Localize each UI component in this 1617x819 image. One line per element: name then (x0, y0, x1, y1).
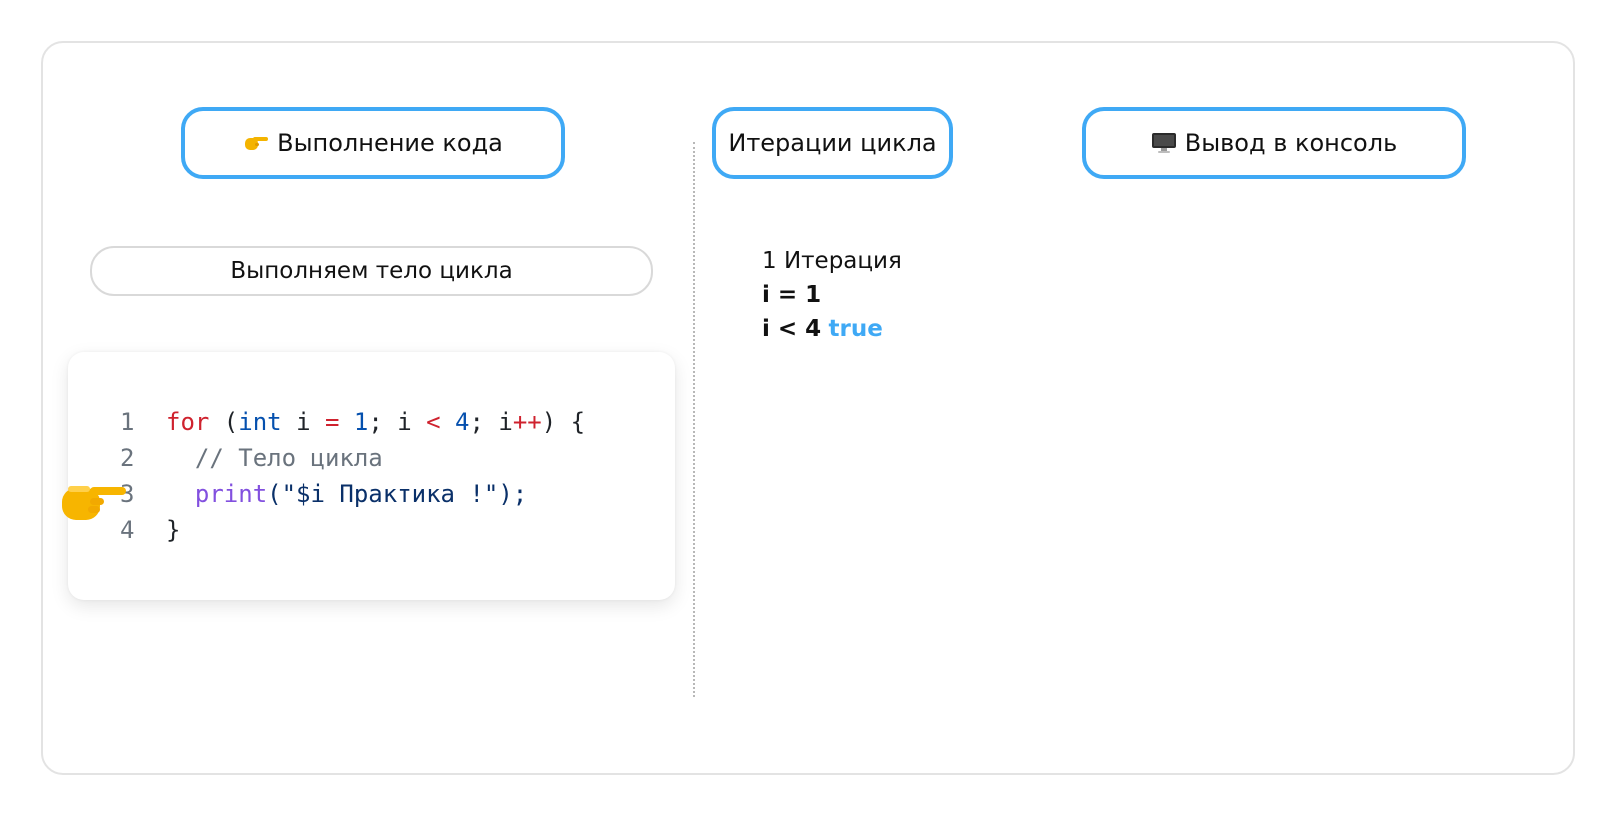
function-print: print (194, 480, 268, 508)
loop-iterations-header: Итерации цикла (712, 107, 953, 179)
pointing-hand-icon (243, 134, 269, 152)
code-line-2: 2 // Тело цикла (120, 440, 585, 476)
operator-assign: = (324, 408, 340, 436)
code-token: ) { (541, 408, 586, 436)
condition-result: true (828, 316, 883, 342)
code-line-3: 3 print("$i Практика !"); (120, 476, 585, 512)
code-token: i (281, 408, 325, 436)
type-int: int (238, 408, 282, 436)
iteration-condition: i < 4 (762, 316, 822, 342)
code-execution-header: Выполнение кода (181, 107, 565, 179)
iteration-assignment: i = 1 (762, 282, 822, 308)
code-string-args: ("$i Практика !"); (267, 480, 528, 508)
current-step-text: Выполняем тело цикла (230, 258, 513, 284)
desktop-computer-icon (1151, 132, 1177, 154)
number-literal: 4 (455, 408, 470, 436)
iteration-info: 1 Итерация i = 1 i < 4 true (762, 244, 902, 346)
current-step-label: Выполняем тело цикла (90, 246, 653, 296)
code-comment: // Тело цикла (166, 444, 383, 472)
code-execution-header-label: Выполнение кода (277, 129, 503, 157)
line-number: 4 (120, 516, 135, 544)
column-divider (693, 142, 695, 697)
console-output-header-label: Вывод в консоль (1184, 129, 1398, 157)
code-token (441, 404, 455, 440)
operator-less-than: < (426, 408, 441, 436)
code-token (339, 404, 353, 440)
pointing-hand-icon (60, 478, 128, 524)
iteration-title: 1 Итерация (762, 248, 902, 274)
keyword-for: for (166, 408, 210, 436)
code-token (166, 476, 195, 512)
line-number: 2 (120, 444, 135, 472)
code-token: ( (209, 408, 239, 436)
code-token: ; i (368, 408, 427, 436)
operator-increment: ++ (512, 408, 542, 436)
code-token: } (166, 516, 181, 544)
console-output-header: Вывод в консоль (1082, 107, 1466, 179)
loop-iterations-header-label: Итерации цикла (728, 129, 937, 157)
iteration-condition-row: i < 4 true (762, 312, 902, 346)
code-token: ; i (469, 408, 513, 436)
number-literal: 1 (353, 408, 369, 436)
code-line-4: 4} (120, 512, 585, 548)
line-number: 1 (120, 408, 135, 436)
line-number: 3 (120, 480, 135, 508)
